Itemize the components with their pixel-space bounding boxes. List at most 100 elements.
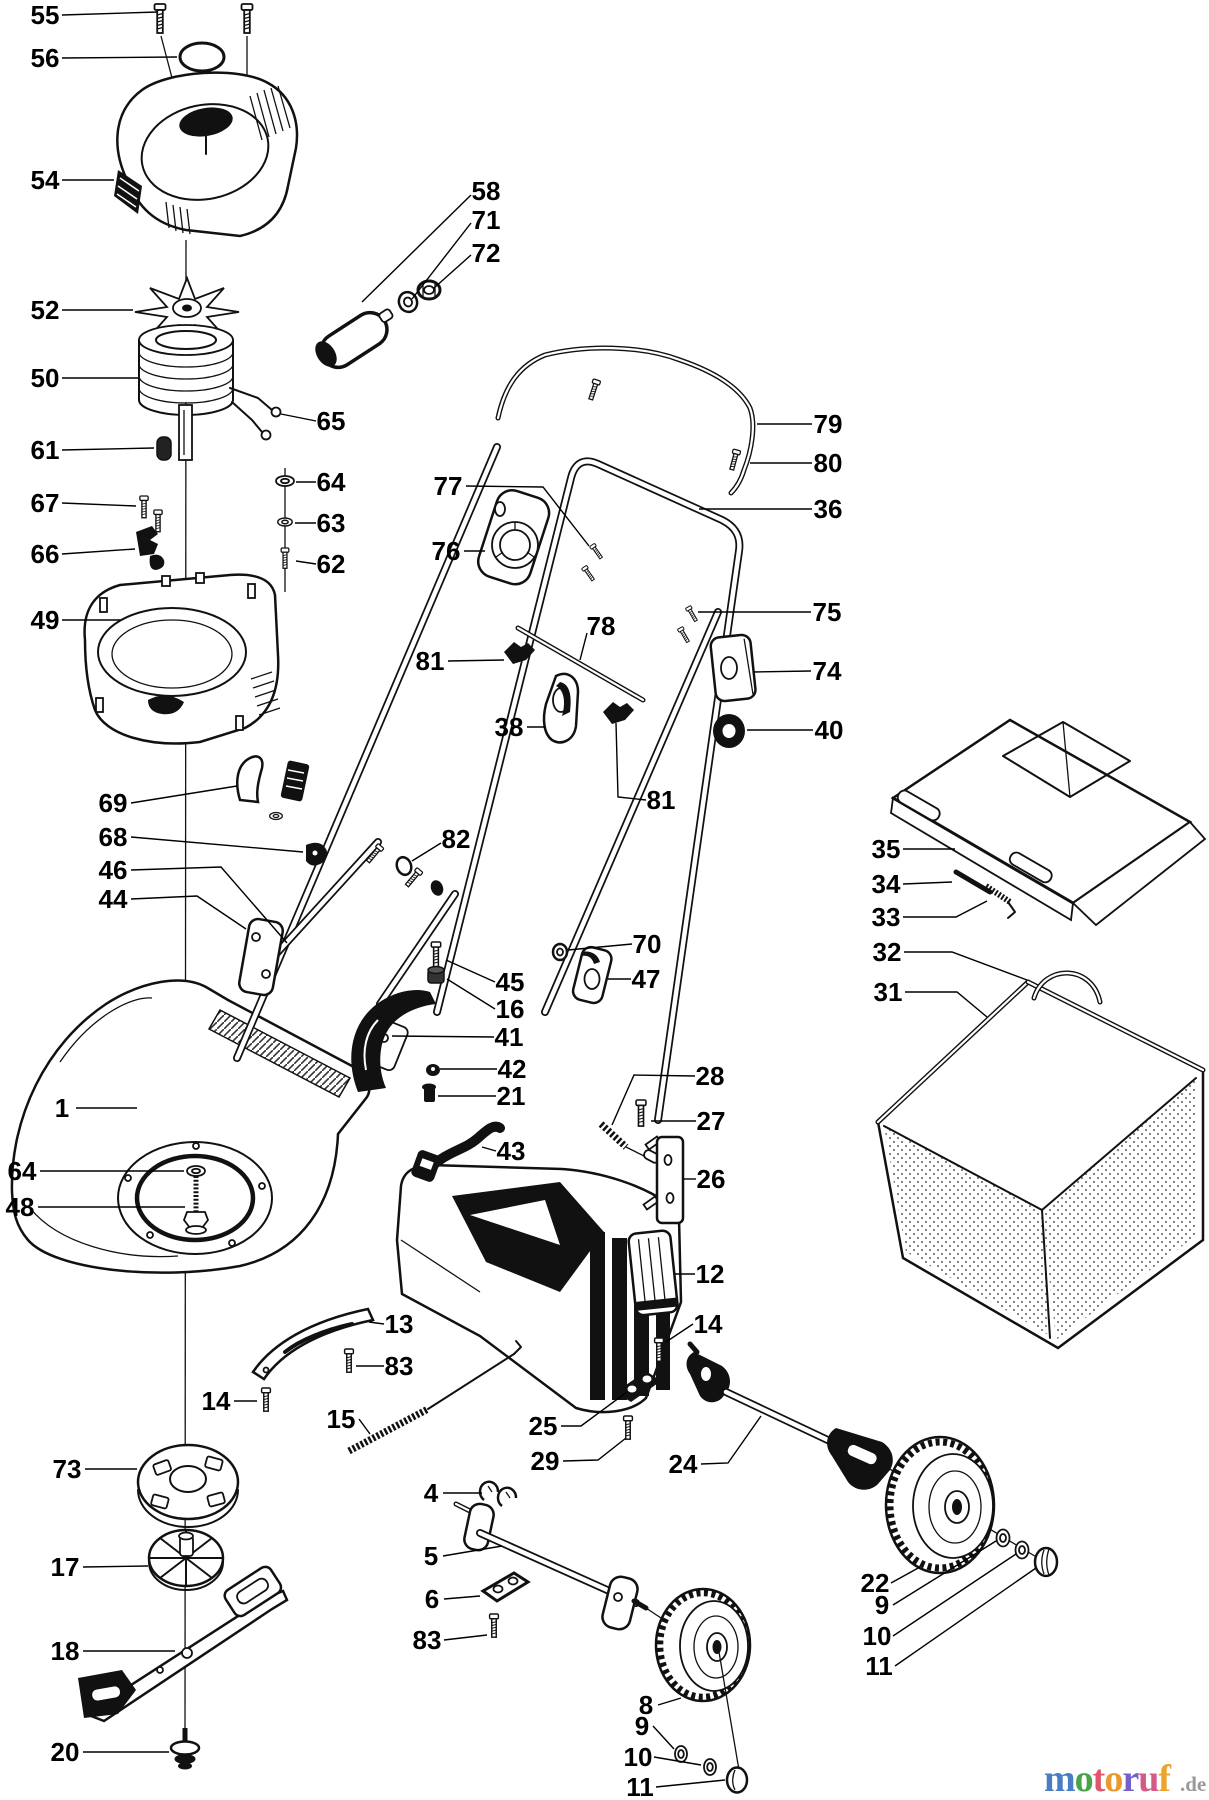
part-spring-15	[347, 1340, 522, 1455]
part-deck-1	[10, 979, 409, 1274]
leader-line-6	[443, 1595, 481, 1600]
callout-77: 77	[434, 471, 463, 501]
part-fastener-stack-62-63-64	[275, 468, 295, 592]
part-nut-72	[416, 279, 442, 301]
leader-line-62	[295, 560, 317, 565]
leader-line-65	[280, 413, 317, 422]
part-cable-guard-79	[495, 345, 756, 496]
part-washers-cap-rear	[674, 1745, 749, 1794]
leader-line-33	[903, 900, 988, 918]
callout-58: 58	[472, 176, 501, 206]
part-nut-42	[426, 1064, 440, 1076]
part-switch-69	[236, 755, 310, 821]
part-tube-46	[272, 838, 459, 1008]
part-washers-cap-right	[995, 1528, 1059, 1578]
callout-26: 26	[697, 1164, 726, 1194]
part-lever-41	[351, 990, 436, 1092]
callout-9: 9	[635, 1711, 649, 1741]
leader-line-45	[445, 959, 496, 983]
part-crosstube-78	[515, 625, 646, 703]
callout-73: 73	[53, 1454, 82, 1484]
callout-50: 50	[31, 363, 60, 393]
callout-32: 32	[873, 937, 902, 967]
callout-24: 24	[669, 1449, 698, 1479]
callout-5: 5	[424, 1541, 438, 1571]
part-bolt-washer-82	[364, 842, 444, 896]
callout-11: 11	[865, 1651, 893, 1681]
callout-38: 38	[495, 712, 524, 742]
leader-line-41	[391, 1035, 495, 1038]
leader-line-77	[465, 485, 590, 547]
part-oring-56	[178, 41, 226, 73]
leader-line-25	[561, 1391, 628, 1427]
callout-64: 64	[8, 1156, 37, 1186]
callout-21: 21	[497, 1081, 526, 1111]
callout-81: 81	[416, 646, 445, 676]
part-nut-70	[551, 942, 569, 962]
part-lower-handle-left	[233, 443, 501, 1062]
leader-line-72	[433, 254, 472, 289]
part-bracket-38	[542, 672, 580, 744]
part-bracket-26	[642, 1135, 685, 1225]
callout-10: 10	[624, 1742, 653, 1772]
callout-83: 83	[413, 1625, 442, 1655]
callout-76: 76	[432, 536, 461, 566]
leader-line-44	[130, 895, 247, 930]
callout-78: 78	[587, 611, 616, 641]
part-clutch-disc-73	[136, 1443, 240, 1528]
callout-9: 9	[875, 1590, 889, 1620]
part-wheel-22	[884, 1435, 996, 1575]
leader-line-11	[655, 1779, 726, 1788]
callout-52: 52	[31, 295, 60, 325]
callout-20: 20	[51, 1737, 80, 1767]
leader-line-68	[130, 836, 304, 853]
part-clip-81-lower	[603, 702, 634, 724]
callout-56: 56	[31, 43, 60, 73]
callout-80: 80	[814, 448, 843, 478]
callout-14: 14	[202, 1386, 231, 1416]
callout-61: 61	[31, 435, 60, 465]
callout-43: 43	[497, 1136, 526, 1166]
leader-line-83	[443, 1634, 488, 1641]
callout-44: 44	[99, 884, 128, 914]
part-clips-4	[478, 1480, 518, 1508]
callout-75: 75	[813, 597, 842, 627]
leader-line-24	[700, 1415, 762, 1465]
leader-line-17	[82, 1565, 149, 1568]
callout-79: 79	[814, 409, 843, 439]
part-blade-18	[78, 1565, 289, 1723]
part-bolt-21	[422, 1083, 436, 1102]
leader-line-10	[892, 1553, 1017, 1637]
part-bolt-20	[169, 1728, 201, 1770]
leader-line-34	[902, 881, 953, 885]
callout-22: 22	[861, 1568, 890, 1598]
part-hook-68	[306, 842, 328, 866]
callout-63: 63	[317, 508, 346, 538]
leader-line-31	[905, 991, 988, 1018]
part-axle-24	[686, 1341, 1049, 1565]
callout-47: 47	[632, 964, 661, 994]
callout-11: 11	[626, 1772, 654, 1800]
callout-74: 74	[813, 656, 842, 686]
callout-27: 27	[697, 1106, 726, 1136]
part-cable-guide-43	[411, 1121, 505, 1182]
part-bracket-47	[571, 945, 613, 1005]
callout-33: 33	[872, 902, 901, 932]
callout-72: 72	[472, 238, 501, 268]
leader-line-69	[130, 785, 238, 804]
leader-line-74	[753, 670, 812, 673]
part-lower-handle-right	[541, 608, 722, 1016]
part-grommet-40	[713, 714, 745, 748]
callout-65: 65	[317, 406, 346, 436]
part-grassbag-31	[875, 970, 1206, 1350]
callout-31: 31	[874, 977, 903, 1007]
part-wheel-8	[654, 1587, 752, 1777]
callout-36: 36	[814, 494, 843, 524]
part-washer-71	[397, 290, 419, 314]
callout-71: 71	[472, 205, 501, 235]
leader-line-13	[368, 1321, 385, 1325]
part-knob-76	[476, 489, 551, 586]
leader-line-82	[411, 842, 442, 862]
callout-18: 18	[51, 1636, 80, 1666]
